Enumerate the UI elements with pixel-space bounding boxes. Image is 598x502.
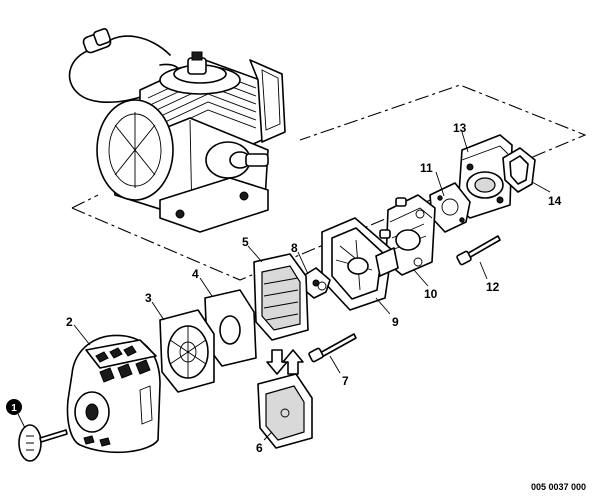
callout-5: 5 [242, 235, 249, 249]
air-filter-cover [66, 334, 161, 454]
bolt-12 [456, 235, 501, 266]
air-filter-case [321, 217, 399, 311]
replacement-arrows [266, 349, 304, 375]
callout-1: 1 [11, 403, 17, 414]
callout-13: 13 [453, 121, 467, 135]
callout-7: 7 [342, 374, 349, 388]
cover-knob [18, 424, 68, 462]
callout-numbers: 1 2 3 4 5 6 7 8 9 10 11 12 13 14 [6, 121, 562, 455]
callout-9: 9 [392, 315, 399, 329]
callout-3: 3 [145, 291, 152, 305]
callout-11: 11 [420, 161, 433, 175]
callout-12: 12 [486, 280, 500, 294]
callout-14: 14 [548, 194, 562, 208]
carburetor [379, 194, 436, 276]
filter-element-5 [253, 253, 309, 341]
callout-10: 10 [424, 287, 438, 301]
gasket-14 [502, 147, 536, 193]
diagram-code: 005 0037 000 [531, 482, 586, 492]
callout-6: 6 [256, 441, 263, 455]
engine-assembly [68, 28, 587, 281]
callout-2: 2 [66, 315, 73, 329]
bolt-7 [308, 333, 357, 363]
callout-8: 8 [291, 241, 298, 255]
callout-1-badge [6, 399, 22, 415]
filter-frame-3 [159, 309, 215, 393]
filter-element-6 [257, 373, 313, 449]
air-cleaner-base [457, 134, 513, 219]
callout-4: 4 [192, 267, 199, 281]
leader-lines [17, 131, 551, 441]
